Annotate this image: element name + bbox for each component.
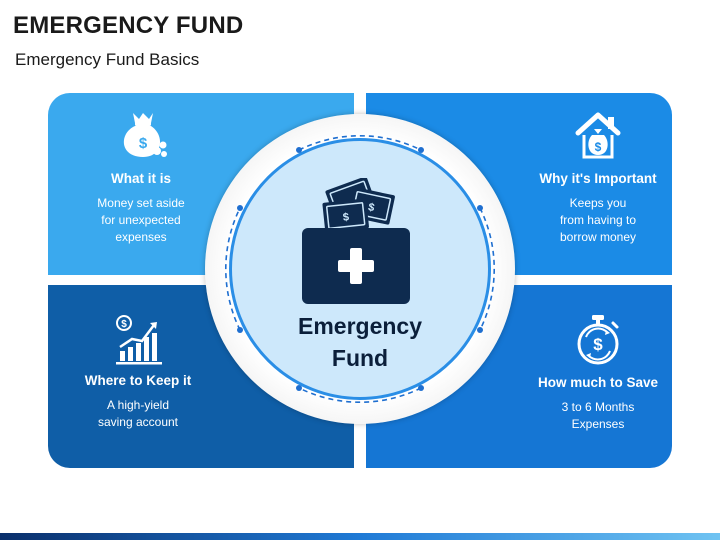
svg-text:$: $ [139,135,148,152]
page-subtitle: Emergency Fund Basics [15,50,200,69]
quadrant-description: Keeps you from having to borrow money [528,195,668,246]
stopwatch-dollar-icon: $ [577,315,619,365]
svg-text:$: $ [593,335,603,354]
quadrant-description: Money set aside for unexpected expenses [71,195,211,246]
description-line: saving account [97,415,179,429]
description-line: expenses [115,230,167,244]
bottom-accent-bar [0,533,720,540]
money-bag-icon: $ [123,113,167,157]
wallet-plus-icon: $ $ [302,178,410,304]
quadrant-description: A high-yield saving account [68,397,208,431]
description-line: A high-yield [106,398,170,412]
description-line: Money set aside [97,196,185,210]
quadrant-heading: What it is [111,171,171,186]
quadrant-heading: How much to Save [537,375,659,390]
quadrant-description: 3 to 6 Months Expenses [528,399,668,433]
quadrant-heading: Why it's Important [539,171,657,186]
center-label-line: Fund [331,345,389,371]
page-title: EMERGENCY FUND [13,12,244,39]
svg-text:$: $ [342,211,349,224]
description-line: Keeps you [569,196,627,210]
quadrant-heading: Where to Keep it [84,373,192,388]
description-line: Expenses [571,417,625,431]
description-line: from having to [559,213,637,227]
house-money-icon: $ [575,112,621,159]
description-line: 3 to 6 Months [561,400,635,414]
dashed-ring [225,135,495,403]
center-label-line: Emergency [297,313,422,339]
svg-text:$: $ [121,319,127,330]
growth-chart-icon: $ [116,315,162,365]
svg-text:$: $ [367,201,375,214]
svg-text:$: $ [595,140,602,154]
description-line: for unexpected [101,213,181,227]
center-label: Emergency Fund [229,310,491,374]
description-line: borrow money [559,230,637,244]
